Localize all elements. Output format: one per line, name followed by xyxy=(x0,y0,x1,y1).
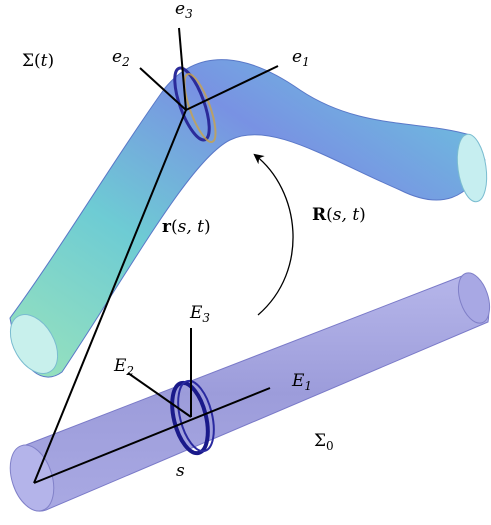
label-s: s xyxy=(176,461,185,481)
label-e1: e1 xyxy=(292,47,310,69)
label-e2: e2 xyxy=(112,47,130,69)
reference-frame-E xyxy=(33,328,271,484)
label-sigma-t: Σ(t) xyxy=(22,51,54,71)
label-r: r(s, t) xyxy=(162,217,211,237)
label-E3: E3 xyxy=(189,303,210,325)
e2-axis xyxy=(139,67,187,111)
E2-axis xyxy=(127,372,192,418)
straight-tube xyxy=(9,272,491,512)
curved-tube xyxy=(9,59,488,378)
label-e3: e3 xyxy=(175,0,193,21)
label-E2: E2 xyxy=(113,356,134,378)
moving-frame-e xyxy=(139,27,279,111)
e1-axis xyxy=(185,65,279,111)
e3-axis xyxy=(178,27,187,111)
position-vector-r xyxy=(33,109,187,484)
curved-cross-section-ring xyxy=(173,66,217,144)
axis-line-straight xyxy=(33,387,271,484)
rotation-arrow-R xyxy=(253,153,294,316)
label-R: R(s, t) xyxy=(312,205,366,225)
label-sigma-0: Σ0 xyxy=(314,431,334,453)
